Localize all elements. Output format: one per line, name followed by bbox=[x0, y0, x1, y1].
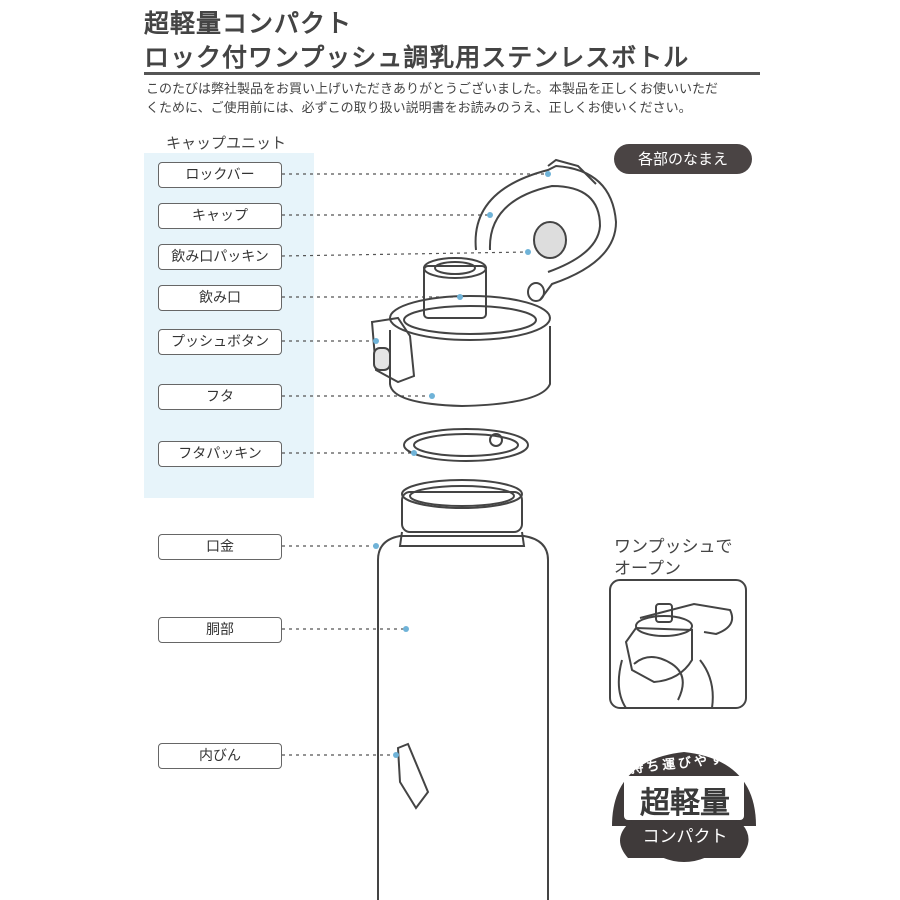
title-line-1: 超軽量コンパクト bbox=[144, 9, 353, 38]
label-cap: キャップ bbox=[158, 203, 282, 229]
label-mouth-ring: 口金 bbox=[158, 534, 282, 560]
one-push-inset bbox=[609, 579, 747, 709]
label-push-button: プッシュボタン bbox=[158, 329, 282, 355]
title-line-2: ロック付ワンプッシュ調乳用ステンレスボトル bbox=[144, 43, 690, 72]
parts-names-badge: 各部のなまえ bbox=[614, 144, 752, 174]
label-lid-packing: フタパッキン bbox=[158, 441, 282, 467]
pointer-dots bbox=[373, 171, 551, 758]
label-lock-bar: ロックバー bbox=[158, 162, 282, 188]
label-inner-bottle: 内びん bbox=[158, 743, 282, 769]
badge-main-text: 超軽量 bbox=[640, 786, 730, 821]
label-spout: 飲み口 bbox=[158, 285, 282, 311]
label-body: 胴部 bbox=[158, 617, 282, 643]
one-push-caption: ワンプッシュで オープン bbox=[614, 536, 733, 580]
intro-line-2: くために、ご使用前には、必ずこの取り扱い説明書をお読みのうえ、正しくお使いくださ… bbox=[146, 101, 692, 116]
label-lid: フタ bbox=[158, 384, 282, 410]
one-push-line-1: ワンプッシュで bbox=[614, 537, 733, 557]
cap-unit-title: キャップユニット bbox=[166, 134, 287, 152]
intro-text: このたびは弊社製品をお買い上げいただきありがとうございました。本製品を正しくお使… bbox=[146, 80, 762, 118]
title-rule bbox=[144, 72, 760, 75]
label-spout-packing: 飲み口パッキン bbox=[158, 244, 282, 270]
one-push-line-2: オープン bbox=[614, 559, 681, 579]
intro-line-1: このたびは弊社製品をお買い上げいただきありがとうございました。本製品を正しくお使… bbox=[146, 82, 719, 97]
badge-sub-text: コンパクト bbox=[642, 827, 728, 847]
leader-lines bbox=[281, 173, 548, 756]
light-weight-badge bbox=[612, 752, 756, 862]
